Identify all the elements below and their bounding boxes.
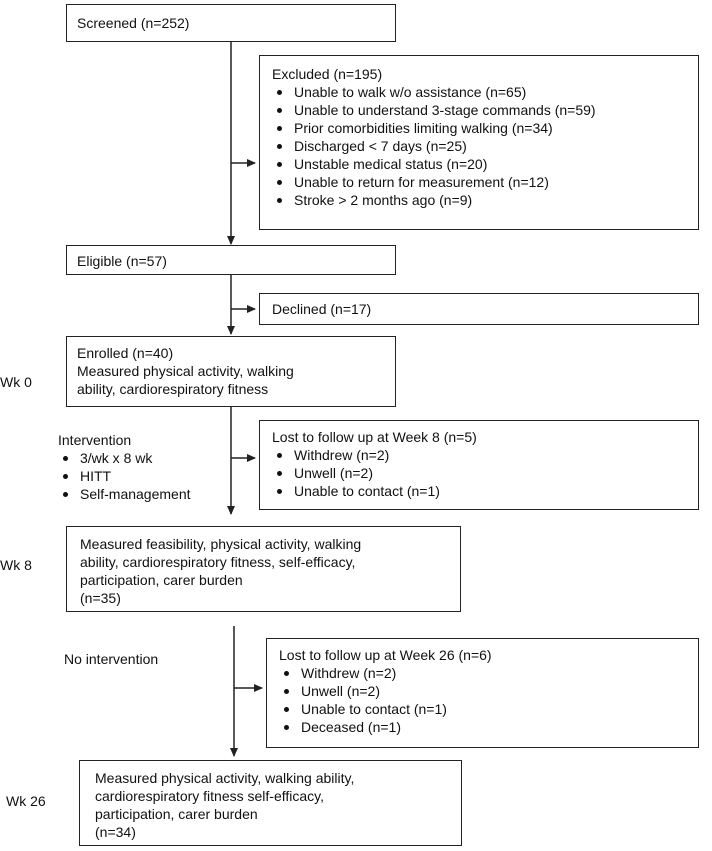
enrolled-measure-line: ability, cardiorespiratory fitness	[77, 381, 269, 397]
week8-measure-line: participation, carer burden	[80, 572, 243, 588]
week26-sample-size: (n=34)	[95, 824, 136, 840]
lost-week26-title: Lost to follow up at Week 26 (n=6)	[279, 647, 492, 663]
enrolled-box: Enrolled (n=40) Measured physical activi…	[66, 336, 396, 407]
intervention-list: 3/wk x 8 wk HITT Self-management	[58, 449, 191, 503]
eligible-title: Eligible (n=57)	[77, 253, 167, 269]
declined-title: Declined (n=17)	[272, 301, 372, 317]
week26-measure-box: Measured physical activity, walking abil…	[79, 760, 462, 846]
excluded-item: Discharged < 7 days (n=25)	[272, 137, 686, 155]
lost-week8-list: Withdrew (n=2) Unwell (n=2) Unable to co…	[272, 446, 686, 500]
enrolled-title: Enrolled (n=40)	[77, 345, 174, 361]
timepoint-wk26: Wk 26	[6, 793, 46, 809]
excluded-box: Excluded (n=195) Unable to walk w/o assi…	[259, 55, 699, 230]
excluded-item: Prior comorbidities limiting walking (n=…	[272, 119, 686, 137]
excluded-item: Unable to return for measurement (n=12)	[272, 173, 686, 191]
week8-sample-size: (n=35)	[80, 590, 121, 606]
excluded-item: Stroke > 2 months ago (n=9)	[272, 191, 686, 209]
lost-week26-item: Withdrew (n=2)	[279, 664, 686, 682]
excluded-item: Unstable medical status (n=20)	[272, 155, 686, 173]
lost-week26-list: Withdrew (n=2) Unwell (n=2) Unable to co…	[279, 664, 686, 736]
week26-measure-line: Measured physical activity, walking abil…	[95, 770, 355, 786]
excluded-list: Unable to walk w/o assistance (n=65) Una…	[272, 83, 686, 209]
no-intervention-label: No intervention	[64, 651, 159, 667]
intervention-item: HITT	[58, 467, 191, 485]
intervention-title: Intervention	[58, 432, 132, 448]
lost-week8-title: Lost to follow up at Week 8 (n=5)	[272, 429, 477, 445]
excluded-title: Excluded (n=195)	[272, 66, 383, 82]
timepoint-wk0: Wk 0	[0, 374, 32, 390]
declined-box: Declined (n=17)	[259, 293, 699, 325]
lost-week26-item: Deceased (n=1)	[279, 718, 686, 736]
lost-week26-item: Unable to contact (n=1)	[279, 700, 686, 718]
week26-measure-line: cardiorespiratory fitness self-efficacy,	[95, 788, 325, 804]
week8-measure-box: Measured feasibility, physical activity,…	[66, 526, 461, 612]
lost-week26-box: Lost to follow up at Week 26 (n=6) Withd…	[266, 638, 699, 748]
lost-week8-item: Unable to contact (n=1)	[272, 482, 686, 500]
intervention-label: Intervention 3/wk x 8 wk HITT Self-manag…	[58, 431, 191, 503]
lost-week8-item: Withdrew (n=2)	[272, 446, 686, 464]
lost-week8-item: Unwell (n=2)	[272, 464, 686, 482]
lost-week26-item: Unwell (n=2)	[279, 682, 686, 700]
screened-title: Screened (n=252)	[77, 15, 190, 31]
excluded-item: Unable to understand 3-stage commands (n…	[272, 101, 686, 119]
intervention-item: Self-management	[58, 485, 191, 503]
enrolled-measure-line: Measured physical activity, walking	[77, 363, 294, 379]
lost-week8-box: Lost to follow up at Week 8 (n=5) Withdr…	[259, 420, 699, 510]
week8-measure-line: ability, cardiorespiratory fitness, self…	[80, 554, 356, 570]
intervention-item: 3/wk x 8 wk	[58, 449, 191, 467]
eligible-box: Eligible (n=57)	[66, 245, 396, 275]
week8-measure-line: Measured feasibility, physical activity,…	[80, 536, 362, 552]
timepoint-wk8: Wk 8	[0, 557, 32, 573]
screened-box: Screened (n=252)	[66, 4, 396, 42]
week26-measure-line: participation, carer burden	[95, 806, 258, 822]
excluded-item: Unable to walk w/o assistance (n=65)	[272, 83, 686, 101]
